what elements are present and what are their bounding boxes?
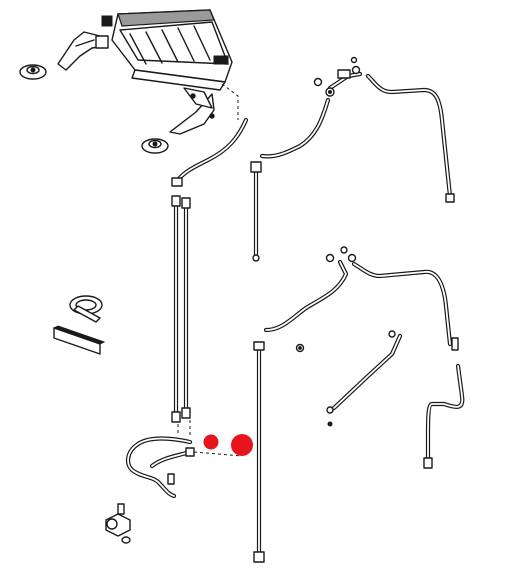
lower-leader-lines <box>177 420 191 436</box>
air-duct-elbow[interactable] <box>57 31 109 71</box>
red-marker-leader <box>193 451 243 457</box>
long-hose-right[interactable] <box>181 197 191 419</box>
grommet-left[interactable] <box>19 64 47 80</box>
mid-tube-lower[interactable] <box>253 341 265 563</box>
upper-pipe-run[interactable] <box>259 71 455 203</box>
assembly-leader-line <box>221 83 239 120</box>
lower-return-hose[interactable] <box>125 436 195 499</box>
hose-clamp[interactable] <box>69 295 103 323</box>
mounting-bracket-upper[interactable] <box>169 87 215 135</box>
lower-pipe-run[interactable] <box>263 259 465 469</box>
long-hose-left[interactable] <box>171 195 181 423</box>
mid-tube-upper[interactable] <box>250 161 262 262</box>
highlight-marker-large[interactable] <box>231 434 253 456</box>
heater-box[interactable] <box>101 9 233 91</box>
grommet-center[interactable] <box>141 138 169 154</box>
upper-heater-hose[interactable] <box>171 117 249 187</box>
drain-valve[interactable] <box>105 503 131 544</box>
lower-fittings[interactable] <box>295 246 459 353</box>
upper-fittings[interactable] <box>313 56 361 97</box>
diagonal-cable-rod[interactable] <box>326 330 403 427</box>
highlight-marker-small[interactable] <box>203 434 219 450</box>
foam-insulation-strip[interactable] <box>52 325 106 355</box>
